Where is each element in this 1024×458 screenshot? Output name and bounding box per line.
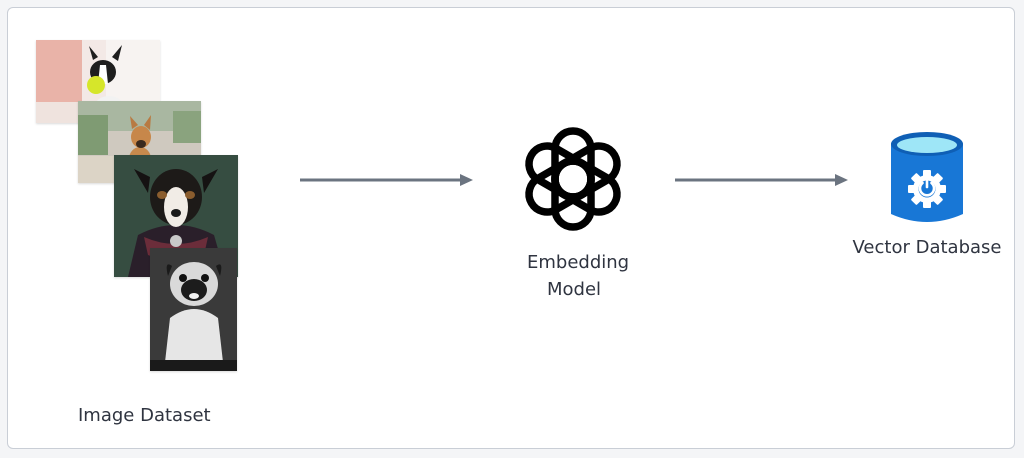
arrow-to-database — [675, 174, 848, 186]
embedding-model-label-line1: Embedding — [527, 252, 630, 273]
embedding-model-label-line2: Model — [546, 279, 602, 300]
dataset-image-4 — [150, 248, 237, 371]
openai-logo-icon — [525, 127, 621, 231]
arrow-to-model — [300, 174, 473, 186]
vector-database-label: Vector Database — [852, 237, 1002, 258]
database-gear-icon — [891, 132, 963, 222]
image-dataset-label: Image Dataset — [78, 405, 211, 426]
